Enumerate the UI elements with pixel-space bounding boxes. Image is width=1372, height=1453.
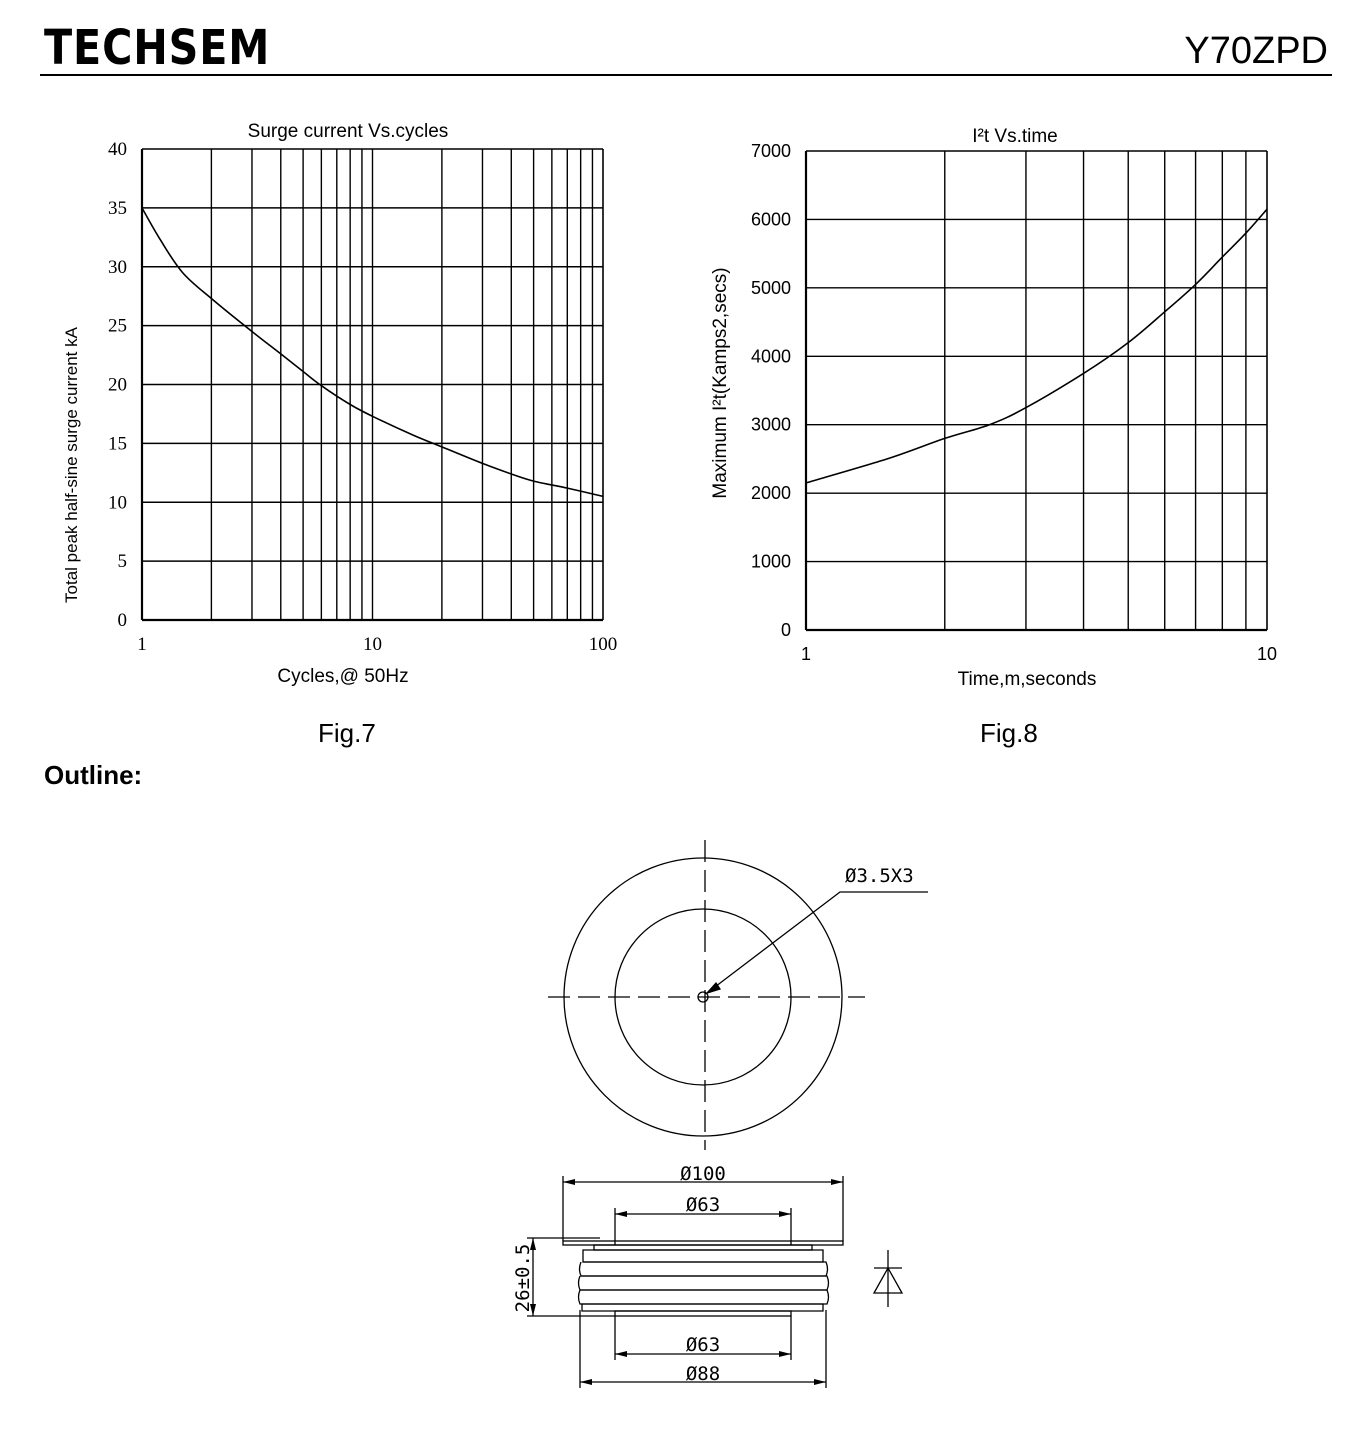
- dim-height-label: 26±0.5: [512, 1244, 534, 1313]
- y-tick-label: 6000: [751, 209, 791, 229]
- y-tick-label: 5: [118, 551, 128, 572]
- series-line: [805, 208, 1268, 484]
- dim-bottom-pole-label: Ø63: [686, 1334, 720, 1356]
- y-tick-label: 3000: [751, 415, 791, 435]
- outline-heading: Outline:: [44, 760, 143, 790]
- y-tick-label: 10: [108, 492, 127, 513]
- y-tick-label: 2000: [751, 483, 791, 503]
- y-tick-label: 20: [108, 375, 127, 396]
- x-tick-label: 10: [363, 634, 382, 655]
- chart-i2t: I²t Vs.time 0 1000 2000 3000 4000 5000 6000 700…: [710, 126, 1277, 690]
- x-tick-label: 1: [801, 644, 811, 664]
- y-tick-label: 30: [108, 257, 127, 278]
- x-axis-label: Time,m,seconds: [958, 669, 1097, 690]
- y-tick-label: 0: [781, 620, 791, 640]
- chart-title: I²t Vs.time: [972, 126, 1058, 147]
- dim-outer-label: Ø100: [680, 1163, 726, 1185]
- diode-symbol-icon: [872, 1250, 904, 1307]
- y-tick-label: 25: [108, 316, 127, 337]
- dim-top-pole-label: Ø63: [686, 1194, 720, 1216]
- y-tick-label: 4000: [751, 346, 791, 366]
- fig8-caption: Fig.8: [980, 718, 1038, 748]
- y-axis-label: Total peak half-sine surge current kA: [62, 326, 81, 603]
- chart-title: Surge current Vs.cycles: [248, 121, 449, 142]
- chart-surge-current: Surge current Vs.cycles 0 5 10 15 20 25 30 35 40…: [62, 121, 618, 687]
- y-tick-label: 35: [108, 198, 127, 219]
- y-tick-label: 7000: [751, 141, 791, 161]
- header-rule: [40, 74, 1332, 76]
- brand-logo: TECHSEM: [44, 20, 271, 76]
- x-tick-label: 100: [589, 634, 618, 655]
- y-tick-label: 0: [118, 610, 128, 631]
- x-tick-label: 10: [1257, 644, 1277, 664]
- dim-body-label: Ø88: [686, 1363, 720, 1385]
- top-view: [548, 840, 928, 1150]
- y-tick-label: 1000: [751, 552, 791, 572]
- y-tick-label: 40: [108, 139, 127, 160]
- x-tick-label: 1: [137, 634, 147, 655]
- dim-hole-label: Ø3.5X3: [845, 865, 914, 887]
- fig7-caption: Fig.7: [318, 718, 376, 748]
- y-axis-label: Maximum I²t(Kamps2,secs): [710, 267, 731, 498]
- y-tick-label: 15: [108, 433, 127, 454]
- side-view: [527, 1176, 844, 1388]
- part-number: Y70ZPD: [1184, 30, 1328, 72]
- y-tick-label: 5000: [751, 278, 791, 298]
- series-line: [141, 207, 604, 498]
- x-axis-label: Cycles,@ 50Hz: [277, 666, 408, 687]
